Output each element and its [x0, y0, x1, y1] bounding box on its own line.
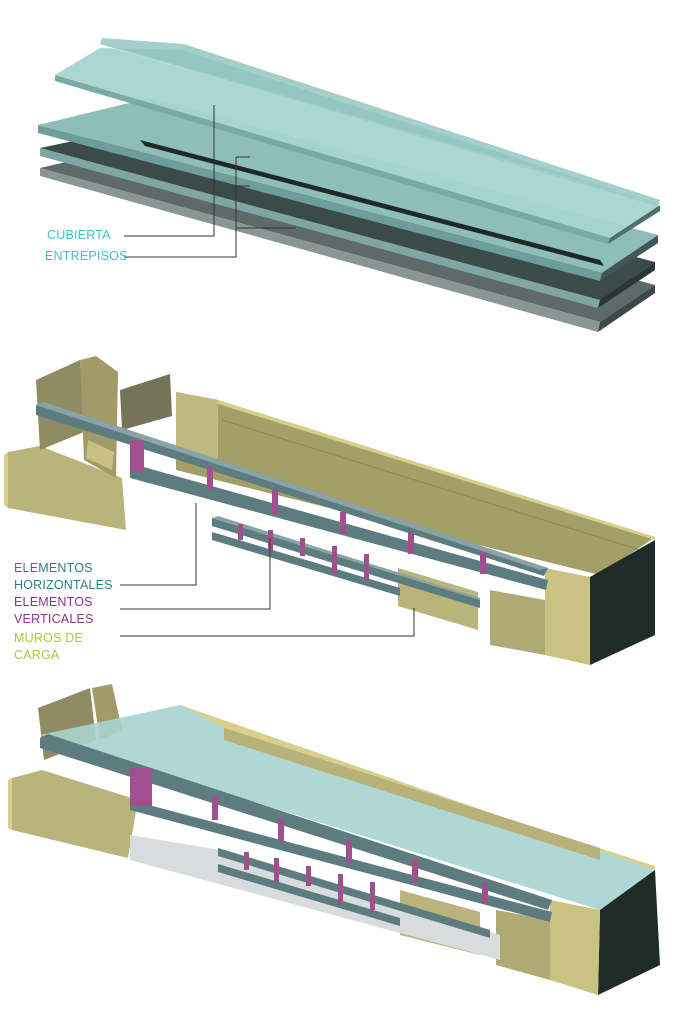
label-horizontales-line-1: ELEMENTOS	[14, 561, 93, 575]
left-walls	[4, 356, 172, 530]
slabs-exploded-view	[38, 38, 661, 332]
label-cubierta-text: CUBIERTA	[47, 228, 111, 242]
label-muros-line-1: MUROS DE	[14, 631, 83, 645]
leader-lines-middle	[120, 503, 415, 637]
label-elementos-verticales: ELEMENTOS VERTICALES	[14, 594, 94, 628]
label-verticales-line-1: ELEMENTOS	[14, 595, 93, 609]
label-entrepisos-text: ENTREPISOS	[45, 249, 128, 263]
upper-beam	[36, 402, 548, 576]
leader-lines-top	[124, 105, 296, 258]
columns-assembled	[130, 768, 488, 910]
lower-beams	[130, 466, 548, 608]
assembled-view	[8, 684, 660, 995]
roof-slab	[55, 38, 661, 244]
structure-view	[4, 356, 655, 665]
label-muros-de-carga: MUROS DE CARGA	[14, 630, 83, 664]
label-muros-line-2: CARGA	[14, 648, 60, 662]
label-cubierta: CUBIERTA	[47, 227, 111, 244]
label-verticales-line-2: VERTICALES	[14, 612, 94, 626]
label-entrepisos: ENTREPISOS	[45, 248, 128, 265]
label-horizontales-line-2: HORIZONTALES	[14, 578, 113, 592]
label-elementos-horizontales: ELEMENTOS HORIZONTALES	[14, 560, 113, 594]
slab-1	[38, 98, 658, 281]
